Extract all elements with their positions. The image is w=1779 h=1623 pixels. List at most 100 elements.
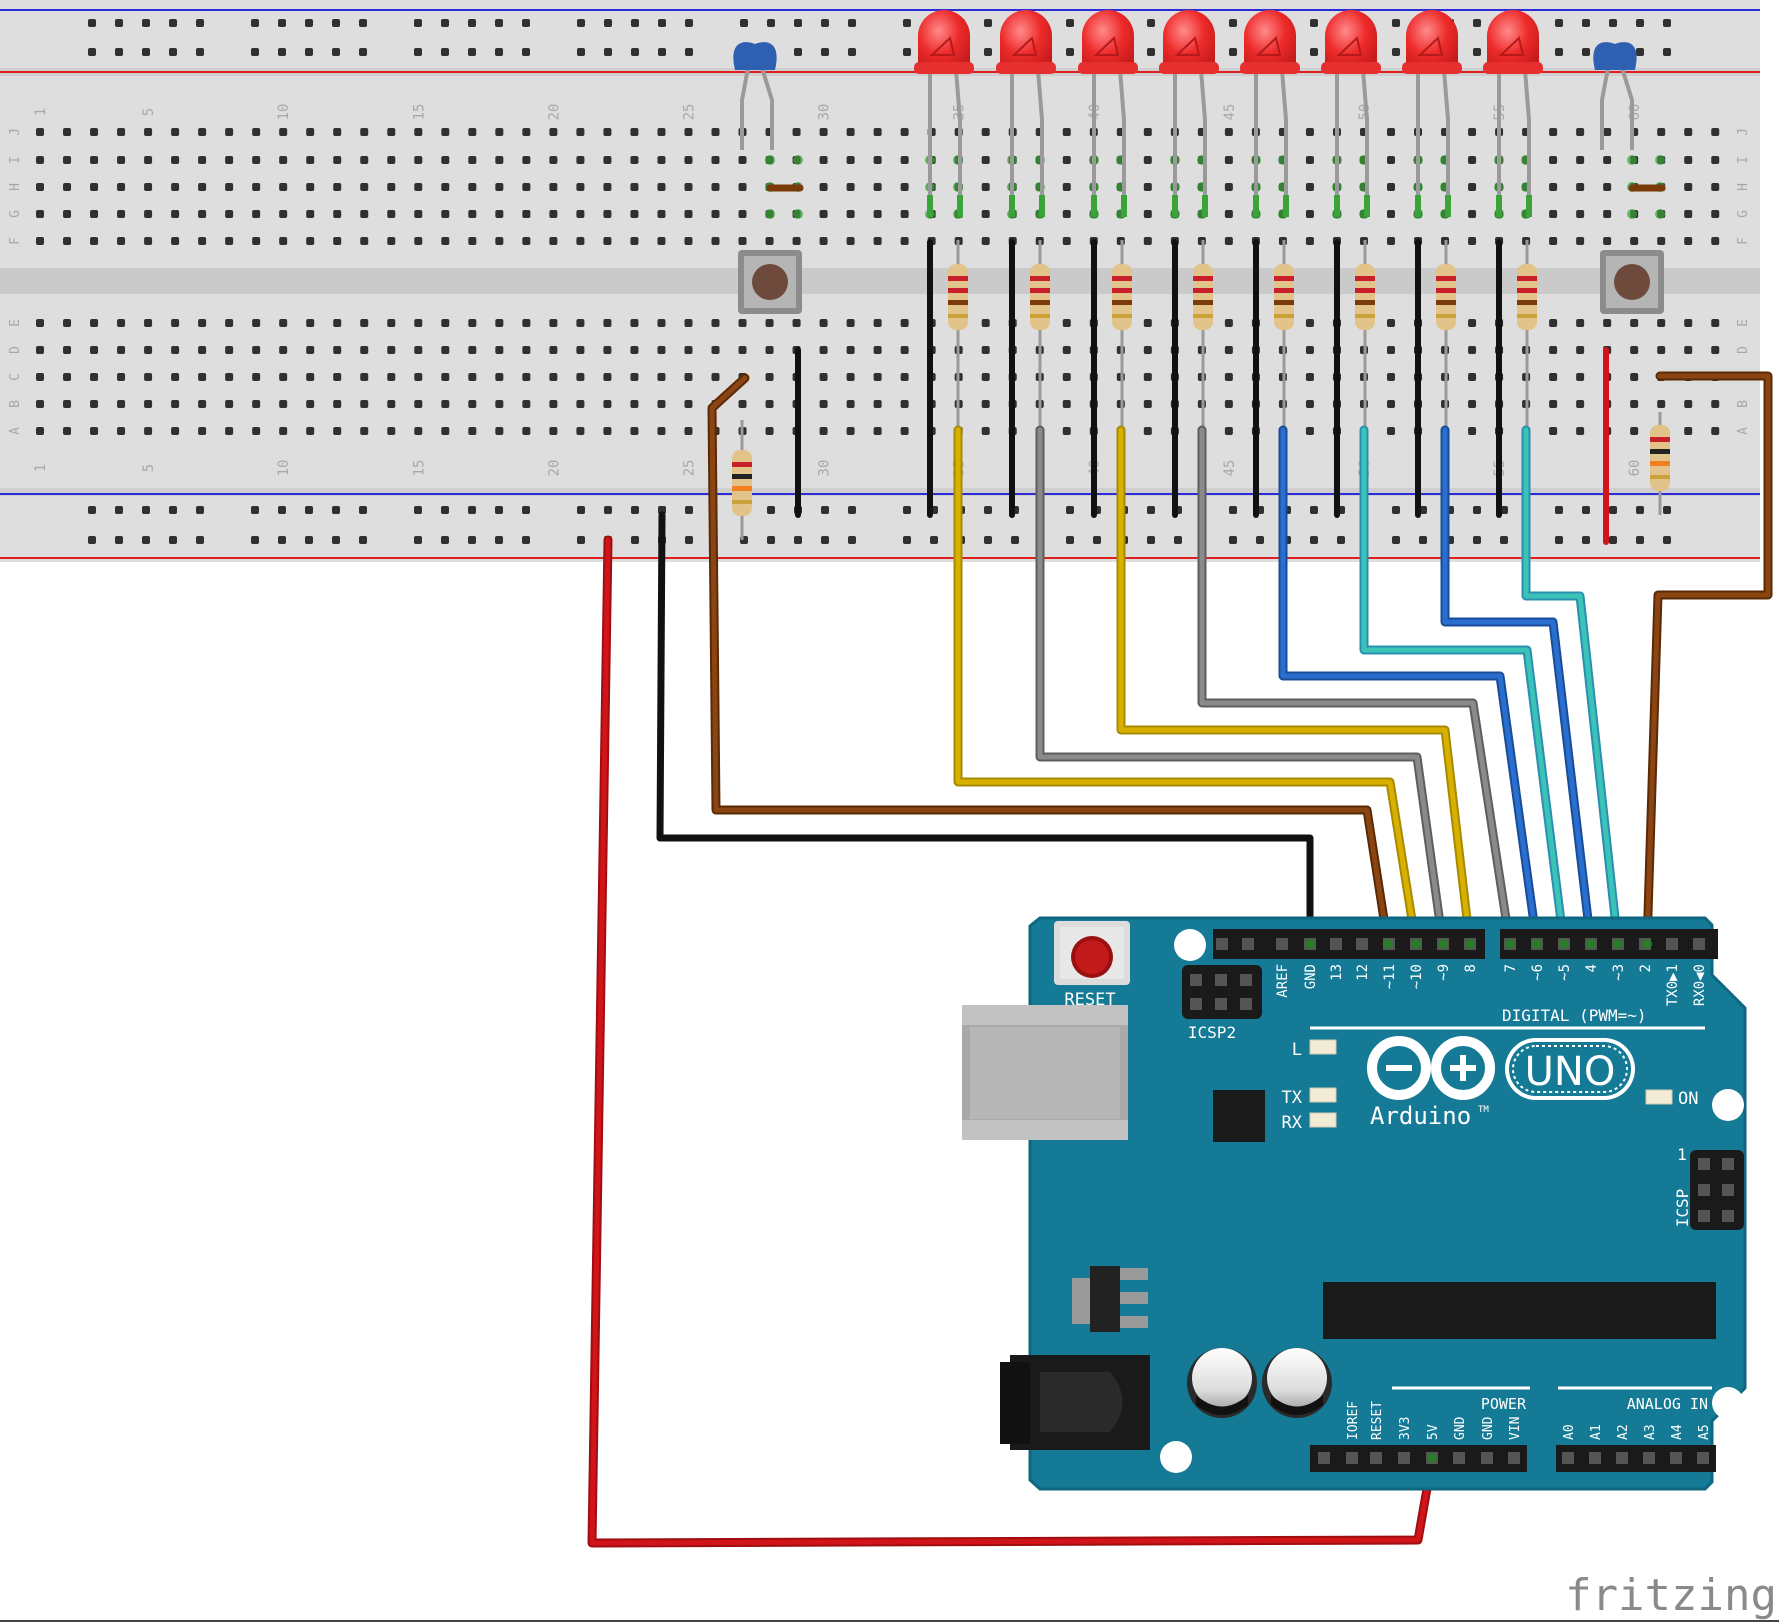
breadboard-hole[interactable] — [144, 373, 153, 381]
breadboard-hole[interactable] — [252, 183, 261, 191]
breadboard-hole[interactable] — [1468, 183, 1477, 191]
rail-hole[interactable] — [1229, 536, 1237, 544]
breadboard-hole[interactable] — [1630, 373, 1639, 381]
rail-hole[interactable] — [495, 19, 503, 27]
breadboard-hole[interactable] — [549, 400, 558, 408]
breadboard-hole[interactable] — [765, 237, 774, 245]
rail-hole[interactable] — [278, 48, 286, 56]
breadboard-hole[interactable] — [819, 400, 828, 408]
breadboard-hole[interactable] — [738, 156, 747, 164]
breadboard-hole[interactable] — [333, 156, 342, 164]
breadboard-hole[interactable] — [873, 400, 882, 408]
rail-hole[interactable] — [1419, 536, 1427, 544]
breadboard-hole[interactable] — [873, 128, 882, 136]
power-pin-hole[interactable] — [1398, 1452, 1410, 1464]
breadboard-hole[interactable] — [1387, 156, 1395, 164]
rail-hole[interactable] — [1609, 536, 1617, 544]
rail-hole[interactable] — [577, 506, 585, 514]
power-pin-hole[interactable] — [1370, 1452, 1382, 1464]
breadboard-hole[interactable] — [198, 237, 207, 245]
breadboard-hole[interactable] — [1684, 237, 1693, 245]
breadboard-hole[interactable] — [1387, 400, 1395, 408]
breadboard-hole[interactable] — [630, 373, 639, 381]
breadboard-hole[interactable] — [1684, 156, 1693, 164]
rail-hole[interactable] — [794, 48, 802, 56]
rail-hole[interactable] — [1473, 506, 1481, 514]
breadboard-hole[interactable] — [1576, 400, 1585, 408]
breadboard-hole[interactable] — [1549, 427, 1558, 435]
breadboard-hole[interactable] — [333, 210, 342, 218]
breadboard-hole[interactable] — [1576, 373, 1585, 381]
breadboard-hole[interactable] — [576, 373, 585, 381]
breadboard-hole[interactable] — [468, 210, 477, 218]
rail-hole[interactable] — [522, 48, 530, 56]
breadboard-hole[interactable] — [1305, 400, 1314, 408]
rail-hole[interactable] — [251, 19, 259, 27]
rail-hole[interactable] — [468, 506, 476, 514]
breadboard-hole[interactable] — [1549, 156, 1558, 164]
rail-hole[interactable] — [196, 19, 204, 27]
breadboard-hole[interactable] — [1630, 237, 1639, 245]
rail-hole[interactable] — [142, 536, 150, 544]
rail-hole[interactable] — [441, 536, 449, 544]
breadboard-hole[interactable] — [684, 183, 693, 191]
rail-hole[interactable] — [1636, 19, 1644, 27]
analog-pin-hole[interactable] — [1589, 1452, 1601, 1464]
breadboard-hole[interactable] — [549, 373, 558, 381]
resistor-led-3[interactable] — [1112, 240, 1132, 430]
breadboard-hole[interactable] — [279, 128, 288, 136]
breadboard-hole[interactable] — [1062, 400, 1071, 408]
breadboard-hole[interactable] — [1630, 427, 1639, 435]
breadboard-hole[interactable] — [441, 183, 450, 191]
breadboard-hole[interactable] — [414, 156, 423, 164]
rail-hole[interactable] — [984, 536, 992, 544]
rail-hole[interactable] — [1093, 536, 1101, 544]
rail-hole[interactable] — [631, 536, 639, 544]
breadboard-hole[interactable] — [765, 400, 774, 408]
rail-hole[interactable] — [1555, 48, 1563, 56]
capacitor-right[interactable] — [1593, 42, 1637, 150]
breadboard-hole[interactable] — [63, 346, 72, 354]
breadboard-hole[interactable] — [900, 319, 909, 327]
breadboard-hole[interactable] — [63, 183, 72, 191]
breadboard-hole[interactable] — [846, 183, 855, 191]
breadboard-hole[interactable] — [1224, 128, 1233, 136]
analog-pin-hole[interactable] — [1670, 1452, 1682, 1464]
breadboard-hole[interactable] — [306, 427, 315, 435]
breadboard-hole[interactable] — [387, 319, 396, 327]
breadboard-hole[interactable] — [1711, 237, 1720, 245]
breadboard-hole[interactable] — [711, 128, 720, 136]
rail-hole[interactable] — [441, 506, 449, 514]
breadboard-hole[interactable] — [360, 373, 369, 381]
rail-hole[interactable] — [1310, 536, 1318, 544]
breadboard-hole[interactable] — [1576, 210, 1585, 218]
breadboard-hole[interactable] — [198, 210, 207, 218]
breadboard-hole[interactable] — [1224, 400, 1233, 408]
breadboard-hole[interactable] — [684, 319, 693, 327]
breadboard-hole[interactable] — [522, 427, 531, 435]
breadboard-hole[interactable] — [981, 319, 990, 327]
breadboard-hole[interactable] — [1684, 319, 1693, 327]
breadboard-hole[interactable] — [1711, 183, 1720, 191]
breadboard-hole[interactable] — [90, 346, 99, 354]
breadboard-hole[interactable] — [657, 373, 666, 381]
breadboard-hole[interactable] — [414, 373, 423, 381]
breadboard-hole[interactable] — [603, 346, 612, 354]
breadboard-hole[interactable] — [1549, 128, 1558, 136]
breadboard-hole[interactable] — [819, 373, 828, 381]
rail-hole[interactable] — [930, 536, 938, 544]
rail-hole[interactable] — [1663, 536, 1671, 544]
breadboard-hole[interactable] — [630, 400, 639, 408]
breadboard-hole[interactable] — [1576, 156, 1585, 164]
breadboard-hole[interactable] — [1305, 156, 1314, 164]
breadboard-hole[interactable] — [117, 156, 126, 164]
rail-hole[interactable] — [1663, 48, 1671, 56]
rail-hole[interactable] — [1663, 506, 1671, 514]
breadboard-hole[interactable] — [306, 346, 315, 354]
breadboard-hole[interactable] — [684, 237, 693, 245]
breadboard-hole[interactable] — [1387, 237, 1395, 245]
breadboard-hole[interactable] — [1224, 319, 1233, 327]
breadboard-hole[interactable] — [63, 373, 72, 381]
breadboard-hole[interactable] — [468, 237, 477, 245]
breadboard-hole[interactable] — [1224, 156, 1233, 164]
